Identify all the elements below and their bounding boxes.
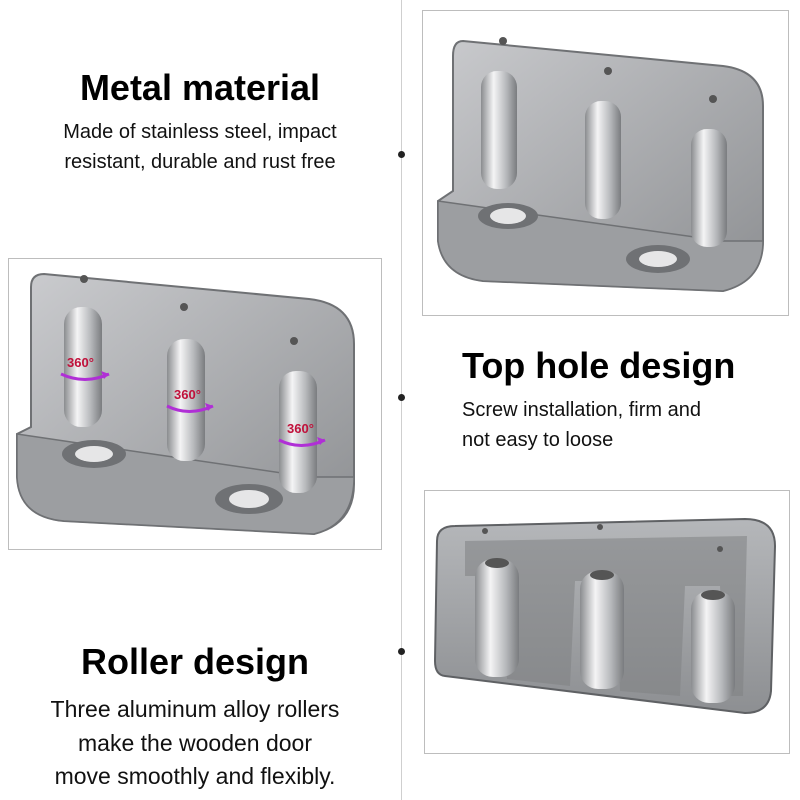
feature-line: Three aluminum alloy rollers xyxy=(50,696,340,723)
feature-line: make the wooden door xyxy=(78,729,312,756)
rotation-badge-text: 360° xyxy=(174,387,201,402)
feature-roller-design: Roller design Three aluminum alloy rolle… xyxy=(0,640,390,793)
product-photo-front xyxy=(424,490,790,754)
divider-dot-1 xyxy=(398,151,405,158)
feature-line: Made of stainless steel, impact xyxy=(63,121,337,144)
bracket-illustration xyxy=(433,517,777,715)
bracket-illustration xyxy=(437,37,764,293)
feature-title: Roller design xyxy=(80,641,310,682)
divider-dot-2 xyxy=(398,394,405,401)
product-photo-rotation: 360° 360° 360° xyxy=(8,258,382,550)
feature-top-hole-design: Top hole design Screw installation, firm… xyxy=(462,344,782,455)
feature-title: Top hole design xyxy=(462,345,736,386)
rotation-badge-2: 360° xyxy=(166,387,214,413)
feature-line: not easy to loose xyxy=(462,429,614,452)
product-photo-angled xyxy=(422,10,789,316)
rotation-badge-1: 360° xyxy=(60,355,110,381)
divider-dot-3 xyxy=(398,648,405,655)
feature-description: Screw installation, firm and not easy to… xyxy=(462,395,782,455)
feature-title: Metal material xyxy=(79,67,321,108)
rotation-badge-text: 360° xyxy=(67,355,94,370)
feature-description: Made of stainless steel, impact resistan… xyxy=(20,117,380,177)
bracket-illustration: 360° 360° 360° xyxy=(16,272,355,536)
rotation-badge-text: 360° xyxy=(287,421,314,436)
feature-metal-material: Metal material Made of stainless steel, … xyxy=(20,66,380,177)
rotation-badge-3: 360° xyxy=(278,421,326,447)
feature-line: resistant, durable and rust free xyxy=(64,151,336,174)
feature-description: Three aluminum alloy rollers make the wo… xyxy=(0,693,390,793)
feature-line: Screw installation, firm and xyxy=(462,399,701,422)
feature-line: move smoothly and flexibly. xyxy=(54,762,336,789)
